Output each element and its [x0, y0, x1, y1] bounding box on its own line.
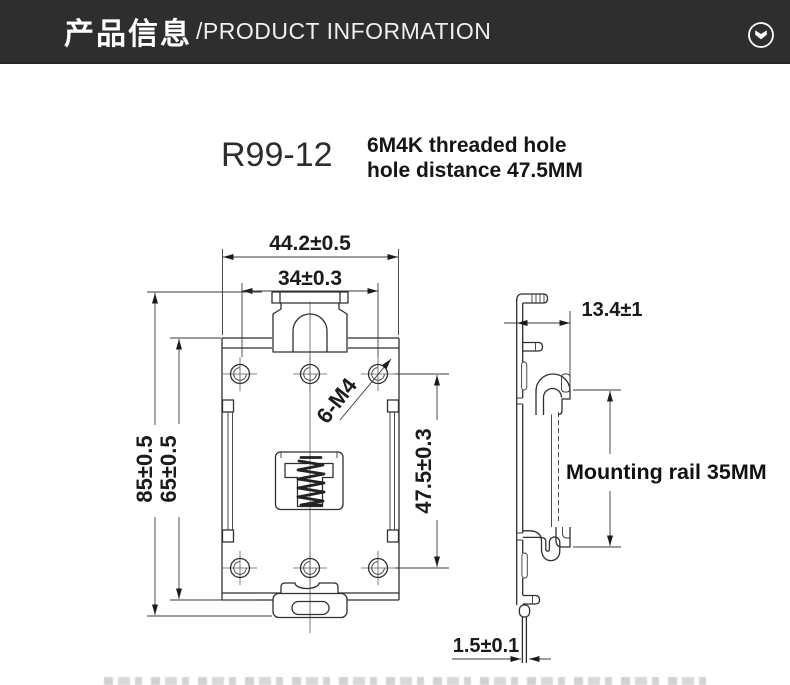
section-header: 产品信息 /PRODUCT INFORMATION: [0, 0, 790, 64]
dim-thickness-label: 1.5±0.1: [453, 635, 520, 657]
dim-height-overall-label: 85±0.5: [132, 435, 157, 502]
front-view-drawing: 44.2±0.5 34±0.3 85±0.5 65±0.5 47.5±0.3 6…: [132, 232, 449, 633]
side-view-drawing: 13.4±1 Mounting rail 35MM 1.5±0.1: [452, 293, 767, 663]
product-note-line1: 6M4K threaded hole: [367, 134, 567, 157]
mounting-rail-label: Mounting rail 35MM: [566, 460, 767, 484]
header-title-en: /PRODUCT INFORMATION: [196, 17, 492, 44]
product-model: R99-12: [221, 136, 333, 174]
dim-depth-label: 13.4±1: [581, 299, 642, 321]
dim-hole-spacing-vertical-label: 47.5±0.3: [411, 428, 436, 513]
hole-callout-label: 6-M4: [311, 373, 362, 428]
dim-height-plate-label: 65±0.5: [156, 435, 181, 502]
header-title-zh: 产品信息: [64, 18, 192, 51]
cropped-text-strip: [104, 677, 710, 685]
dim-hole-span-label: 34±0.3: [278, 267, 342, 290]
product-note-line2: hole distance 47.5MM: [367, 159, 583, 182]
chevron-down-circle-icon[interactable]: [747, 21, 775, 49]
dim-width-outer-label: 44.2±0.5: [269, 232, 351, 255]
product-note: 6M4K threaded hole hole distance 47.5MM: [367, 133, 583, 183]
